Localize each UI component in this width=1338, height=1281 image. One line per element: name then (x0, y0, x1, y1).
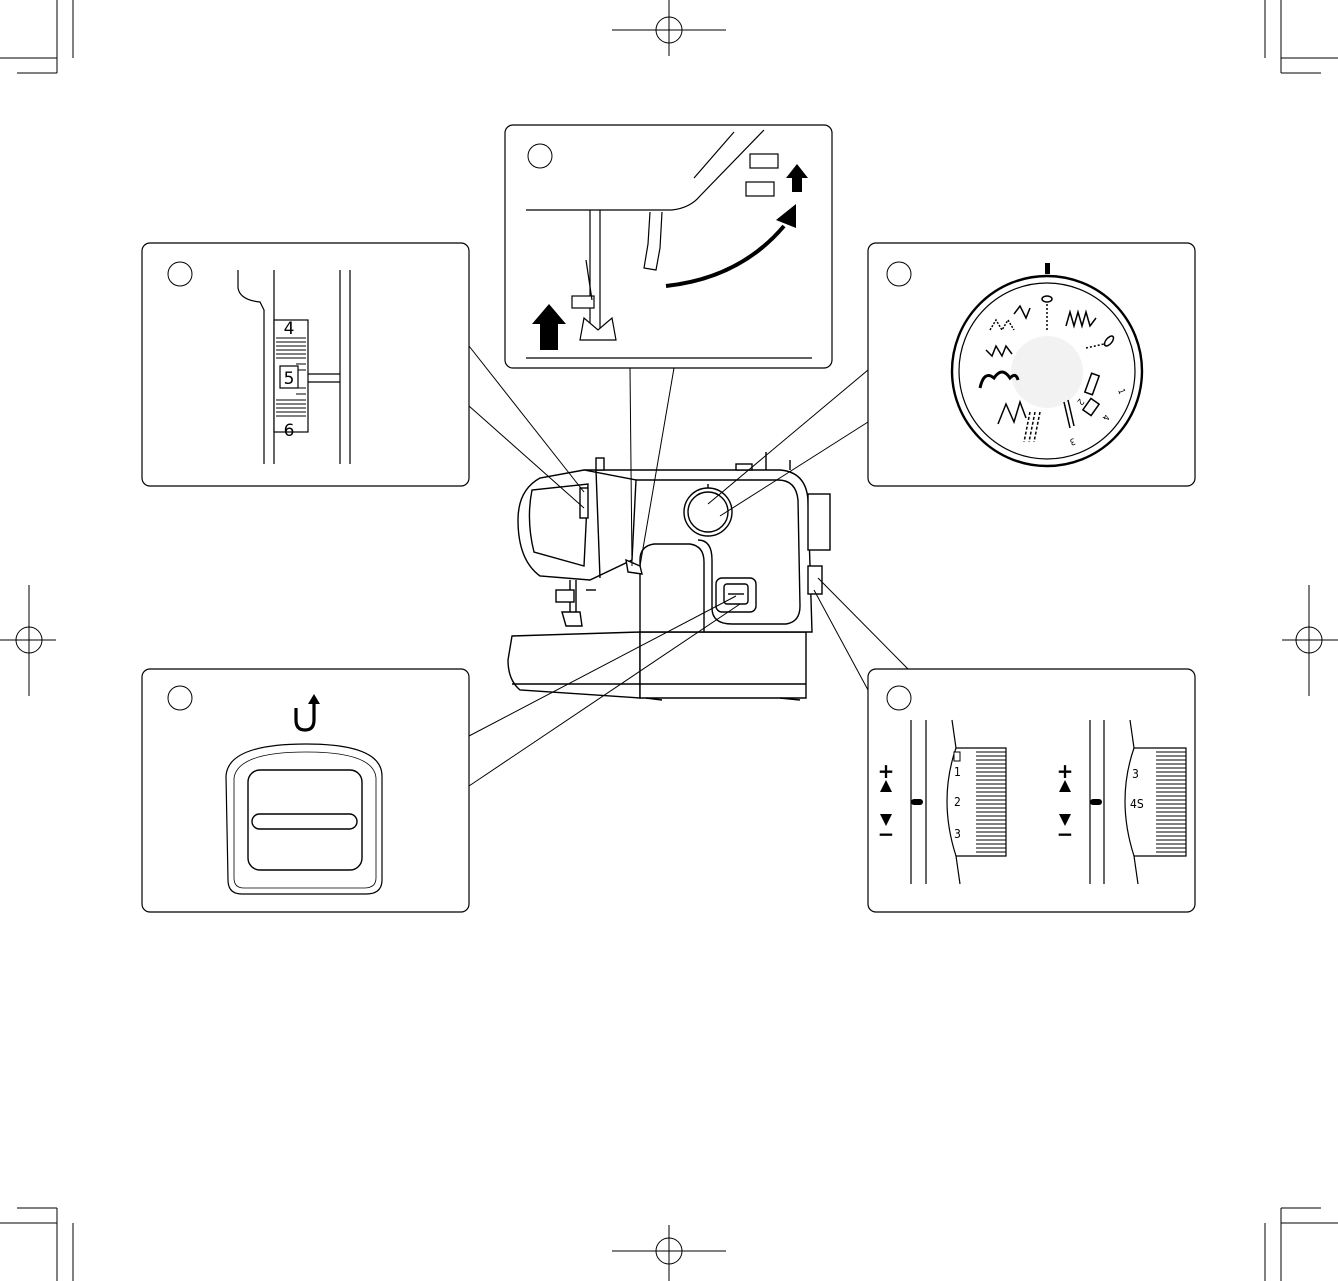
panel-marker-circle (168, 262, 192, 286)
length-b-number-4s: 4S (1130, 797, 1144, 811)
tension-number-5: 5 (284, 369, 295, 389)
length-minus-a: − (878, 822, 895, 846)
pattern-dial-center (1011, 336, 1083, 408)
dial-indicator-mark (1045, 263, 1050, 274)
length-plus-b: + (1057, 759, 1074, 783)
presser-foot-lifter-panel (505, 125, 832, 368)
length-b-number-3: 3 (1132, 767, 1139, 781)
sewing-machine (508, 452, 830, 700)
thread-tension-panel: 4 5 6 (142, 243, 469, 486)
pattern-selector-panel: 1 2 3 4 (868, 243, 1195, 486)
panel-marker-circle (168, 686, 192, 710)
tension-number-4: 4 (284, 319, 295, 339)
length-indicator-b (1090, 799, 1102, 805)
length-dial-a-marker (954, 752, 960, 761)
panel-marker-circle (887, 262, 911, 286)
panel-marker-circle (887, 686, 911, 710)
reverse-button-slot (252, 814, 357, 829)
length-plus-a: + (878, 759, 895, 783)
length-a-number-1: 1 (954, 765, 961, 779)
length-minus-b: − (1057, 822, 1074, 846)
reverse-stitch-panel (142, 669, 469, 912)
length-indicator-a (911, 799, 923, 805)
tension-number-6: 6 (284, 421, 295, 441)
length-a-number-3: 3 (954, 827, 961, 841)
length-a-number-2: 2 (954, 795, 961, 809)
stitch-length-panel: + − 1 2 3 + − 3 4S (868, 669, 1195, 912)
panel-marker-circle (528, 144, 552, 168)
